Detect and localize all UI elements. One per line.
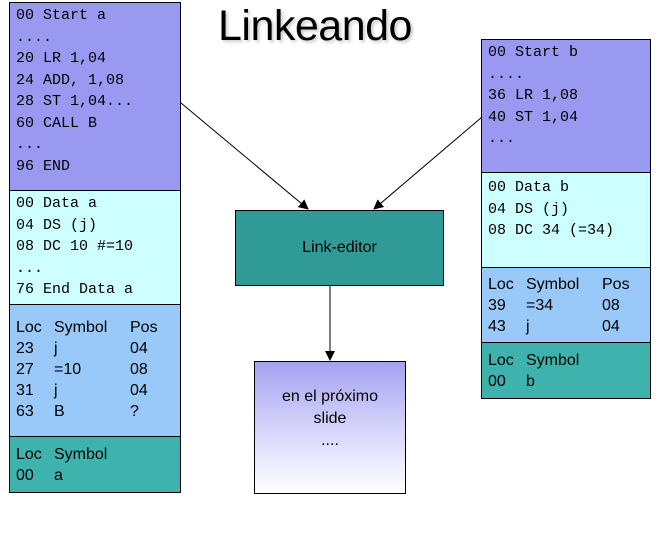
cell-symbol: =34 [526,297,554,314]
table-row: 23 j 04 [16,338,180,359]
cell-symbol: j [526,318,530,335]
table-row: 27 =10 08 [16,359,180,380]
module-b-symbol-table: Loc Symbol Pos 39 =34 08 43 j 04 [481,267,651,343]
table-row: 00 b [488,371,650,392]
cell-pos: 08 [602,297,620,314]
cell-loc: 23 [16,340,34,357]
cell-loc: 63 [16,403,34,420]
page-title: Linkeando [218,2,412,50]
code-line: 40 ST 1,04 [488,108,579,126]
table-header-row: Loc Symbol Pos [488,274,650,295]
code-line: .... [488,65,525,83]
link-editor-box: Link-editor [235,210,444,286]
cell-symbol: j [54,340,58,357]
col-header-symbol: Symbol [54,319,108,336]
cell-symbol: B [54,403,65,420]
next-slide-line: slide [313,410,347,427]
next-slide-line: .... [321,432,339,449]
cell-pos: 04 [130,340,148,357]
module-a-symbol-table: Loc Symbol Pos 23 j 04 27 =10 08 31 j 04… [9,304,181,437]
data-line: ... [16,259,44,277]
col-header-symbol: Symbol [526,352,580,369]
code-line: 36 LR 1,08 [488,87,579,104]
code-line: ... [16,136,44,153]
module-b-code-block: 00 Start b .... 36 LR 1,08 40 ST 1,04 ..… [481,39,651,173]
link-editor-label: Link-editor [302,239,377,256]
code-line: 00 Start b [488,44,579,61]
table-row: 31 j 04 [16,380,180,401]
col-header-symbol: Symbol [526,276,580,293]
module-a-data-block: 00 Data a 04 DS (j) 08 DC 10 #=10 ... 76… [9,190,181,305]
data-line: 00 Data a [16,195,98,212]
module-b-data-block: 00 Data b 04 DS (j) 08 DC 34 (=34) [481,172,651,268]
col-header-pos: Pos [130,319,158,336]
data-line: 76 End Data a [16,281,134,298]
cell-symbol: b [526,373,535,390]
code-line: 28 ST 1,04... [16,93,134,110]
col-header-symbol: Symbol [54,446,108,463]
col-header-loc: Loc [16,446,42,463]
table-header-row: Loc Symbol Pos [16,317,180,338]
code-line: .... [16,28,53,46]
code-line: 24 ADD, 1,08 [16,71,125,89]
next-slide-line: en el próximo [281,388,379,405]
next-slide-box: en el próximo slide .... [254,361,406,494]
code-line: 20 LR 1,04 [16,50,107,67]
data-line: 08 DC 10 #=10 [16,238,134,255]
cell-symbol: =10 [54,361,82,378]
arrow-module-b-to-link-editor [373,116,483,210]
module-a-export-table: Loc Symbol 00 a [9,436,181,493]
cell-pos: 04 [130,382,148,399]
table-header-row: Loc Symbol [488,350,650,371]
table-header-row: Loc Symbol [16,444,180,465]
data-line: 00 Data b [488,179,570,196]
module-b-export-table: Loc Symbol 00 b [481,342,651,399]
code-line: 96 END [16,157,71,175]
cell-pos: ? [130,403,139,420]
cell-loc: 39 [488,297,506,314]
data-line: 04 DS (j) [488,200,570,218]
col-header-loc: Loc [488,352,514,369]
cell-pos: 04 [602,318,620,335]
table-row: 00 a [16,465,180,486]
data-line: 08 DC 34 (=34) [488,222,615,239]
col-header-pos: Pos [602,276,630,293]
table-row: 43 j 04 [488,316,650,337]
table-row: 39 =34 08 [488,295,650,316]
col-header-loc: Loc [16,319,42,336]
data-line: 04 DS (j) [16,216,98,234]
arrow-module-a-to-link-editor [180,102,309,210]
code-line: 00 Start a [16,7,107,24]
cell-symbol: a [54,467,63,484]
cell-loc: 00 [16,467,34,484]
code-line: ... [488,130,516,147]
table-row: 63 B ? [16,401,180,422]
cell-loc: 43 [488,318,506,335]
module-a-code-block: 00 Start a .... 20 LR 1,04 24 ADD, 1,08 … [9,2,181,191]
connector-arrows [180,102,483,361]
code-line: 60 CALL B [16,114,98,132]
cell-pos: 08 [130,361,148,378]
cell-loc: 31 [16,382,34,399]
cell-loc: 27 [16,361,34,378]
col-header-loc: Loc [488,276,514,293]
cell-loc: 00 [488,373,506,390]
cell-symbol: j [54,382,58,399]
